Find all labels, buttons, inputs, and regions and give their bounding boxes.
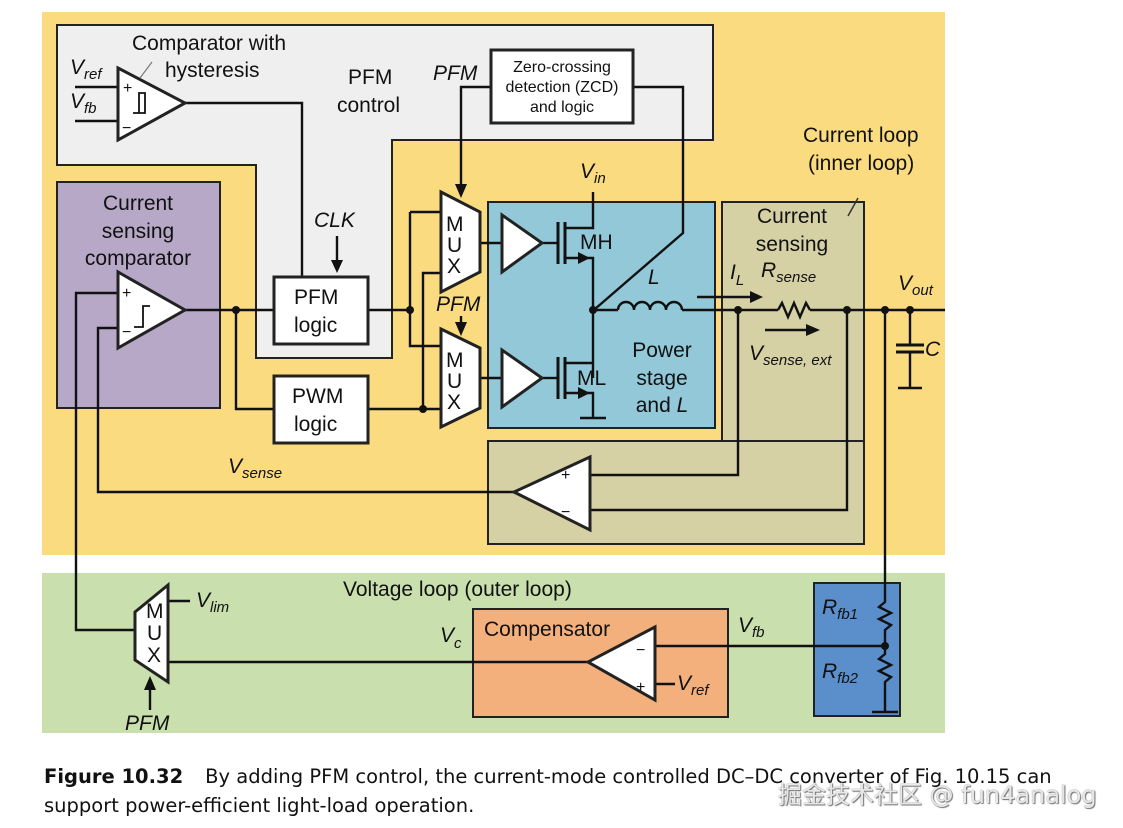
current-loop-title: Current loop: [803, 124, 919, 147]
vlim-label: Vlim: [196, 589, 229, 616]
svg-text:−: −: [561, 504, 570, 521]
voltage-loop-title: Voltage loop (outer loop): [343, 578, 572, 601]
current-loop-title-2: (inner loop): [808, 152, 914, 175]
rfb2-label: Rfb2: [822, 660, 859, 687]
vin-label: Vin: [580, 160, 606, 187]
vref-label: Vref: [70, 56, 103, 83]
mux-high-side: [439, 189, 482, 295]
hysteresis-comparator: [116, 65, 189, 143]
svg-text:+: +: [561, 467, 570, 484]
vsense-ext-label: Vsense, ext: [749, 342, 832, 369]
driver-high: [500, 212, 545, 275]
zcd-label: Zero-crossing: [513, 59, 611, 76]
caption-text: By adding PFM control, the current-mode …: [44, 765, 1052, 817]
minus-sign: −: [122, 120, 131, 137]
mux2-m: M: [446, 349, 464, 372]
mux2-u: U: [447, 370, 462, 393]
il-label: IL: [730, 261, 744, 289]
compensator-amplifier: [584, 624, 657, 703]
current-sensing-comparator: [116, 269, 189, 351]
pfm-control-title: PFM: [348, 66, 392, 89]
pfm-logic-label-2: logic: [294, 314, 337, 337]
mux1-u: U: [447, 234, 462, 257]
pwm-logic-label: PWM: [292, 385, 343, 408]
pfm-dcdc-diagram: + − + − − + Comparator with hysteresis V…: [42, 12, 945, 735]
csc-plus: +: [122, 285, 131, 302]
capacitor-label: C: [925, 338, 941, 361]
mh-label: MH: [580, 231, 613, 254]
pfm-logic-block: [272, 275, 370, 346]
watermark: 掘金技术社区 @ fun4analog: [778, 781, 1097, 809]
pwm-logic-block: [272, 374, 370, 445]
csc-minus: −: [122, 324, 131, 341]
power-stage-title: Power: [632, 339, 692, 362]
current-sensing-title: Current: [757, 205, 827, 228]
ml-label: ML: [577, 367, 606, 390]
driver-low: [500, 347, 545, 410]
vc-label: Vc: [440, 624, 462, 652]
pfm-select-label: PFM: [436, 293, 481, 316]
inductor-label: L: [648, 266, 660, 289]
pwm-logic-label-2: logic: [294, 413, 337, 436]
power-stage-title-2: stage: [636, 367, 687, 390]
vfb-label: Vfb: [70, 90, 97, 117]
mux-low-side: [439, 326, 482, 430]
comparator-label: Comparator with: [132, 32, 286, 55]
svg-text:−: −: [636, 642, 645, 659]
clk-label: CLK: [314, 209, 356, 232]
sense-amplifier: [510, 454, 592, 533]
csc-title-2: sensing: [102, 220, 174, 243]
pfm-signal-label: PFM: [433, 62, 478, 85]
pfm-mux-label: PFM: [125, 712, 170, 735]
current-sensing-title-2: sensing: [756, 233, 828, 256]
power-stage-title-3: and L: [636, 394, 689, 417]
mux-current-limit: [133, 581, 170, 685]
comparator-label-2: hysteresis: [165, 59, 260, 82]
mux1-m: M: [446, 213, 464, 236]
mux3-u: U: [147, 622, 162, 645]
compensator-title: Compensator: [484, 618, 610, 641]
zcd-label-2: detection (ZCD): [506, 79, 619, 96]
rsense-label: Rsense: [761, 259, 816, 286]
mux2-x: X: [447, 391, 461, 414]
csc-title: Current: [103, 192, 173, 215]
svg-text:+: +: [636, 679, 645, 696]
vsense-label: Vsense: [228, 455, 282, 482]
mux3-x: X: [147, 644, 161, 667]
figure-label: Figure 10.32: [44, 765, 184, 788]
current-sensing-region: [721, 201, 865, 446]
vref-comp-label: Vref: [677, 672, 710, 699]
mux1-x: X: [447, 255, 461, 278]
vout-label: Vout: [898, 272, 934, 299]
vfb-out-label: Vfb: [738, 614, 765, 641]
plus-sign: +: [123, 80, 132, 97]
csc-title-3: comparator: [85, 247, 191, 270]
zcd-block: [489, 48, 635, 125]
zcd-label-3: and logic: [530, 99, 594, 116]
pfm-logic-label: PFM: [294, 286, 338, 309]
rfb1-label: Rfb1: [822, 596, 858, 623]
mux3-m: M: [146, 600, 164, 623]
pfm-control-title-2: control: [337, 94, 400, 117]
